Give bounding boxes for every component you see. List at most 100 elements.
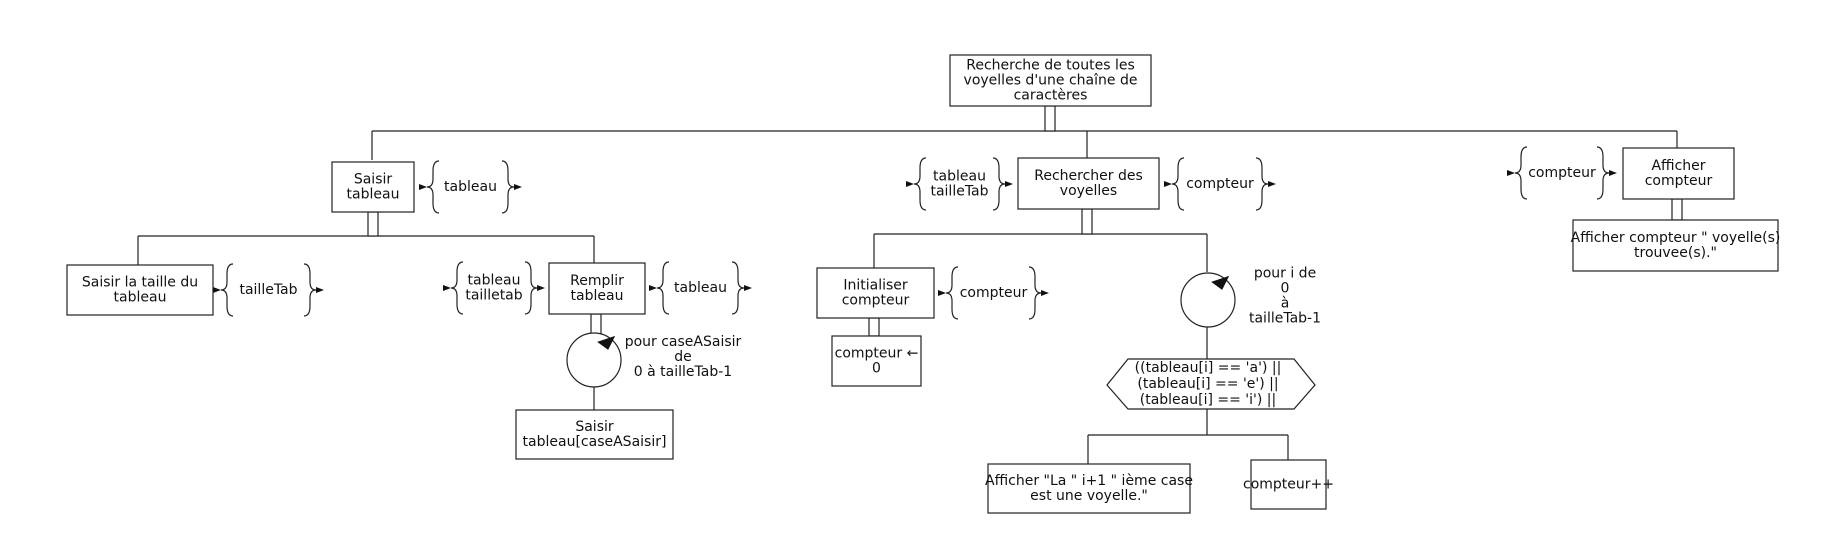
param-p-rech-out-out-arrow-icon (1268, 181, 1276, 187)
param-p-aff-in-out-arrow-icon (1609, 170, 1617, 176)
node-saisir-case-box (515, 409, 674, 460)
param-p-remplir-in-in-arrow-icon (443, 285, 451, 291)
param-p-remplir-out-open-brace (656, 261, 670, 315)
node-afficher-case-box (987, 463, 1191, 514)
node-saisir-taille-label-line-2: tableau (114, 290, 167, 306)
node-affect-box (831, 335, 922, 387)
node-saisir-tableau-label-line-2: tableau (347, 187, 400, 203)
param-p-aff-in-open-brace (1514, 146, 1528, 200)
node-increment-box (1250, 459, 1327, 510)
param-p-rech-in-label-line-1: tableau (933, 169, 986, 185)
param-p-remplir-out-out-arrow-icon (744, 285, 752, 291)
loop-loop2-label-line-1: pour i de (1254, 266, 1316, 282)
node-root-label-line-3: caractères (1014, 88, 1088, 104)
loop-loop2-label-line-4: tailleTab-1 (1249, 311, 1321, 327)
loop-loop2-arrow-icon (1211, 275, 1230, 290)
node-increment-label-line-1: compteur++ (1243, 477, 1334, 493)
param-p-aff-in-in-arrow-icon (1507, 170, 1515, 176)
stem-initialiser (868, 317, 880, 337)
node-rechercher-label-line-1: Rechercher des (1034, 168, 1143, 184)
node-root-label-line-1: Recherche de toutes les (966, 58, 1135, 74)
loop-loop2-circle (1180, 272, 1236, 328)
stem-afficher (1671, 198, 1683, 221)
node-affect-label-line-1: compteur ← (835, 346, 919, 362)
param-p-rech-in-out-arrow-icon (1005, 181, 1013, 187)
loop-loop1-label-line-3: 0 à tailleTab-1 (634, 364, 732, 380)
diagram-shapes (66, 54, 1779, 514)
param-p-remplir-in-out-arrow-icon (537, 285, 545, 291)
node-saisir-case-label-line-2: tableau[caseASaisir] (523, 434, 667, 450)
loop-loop1-label-line-2: de (674, 349, 692, 365)
node-condition-label-line-2: (tableau[i] == 'e') || (1137, 376, 1278, 392)
node-afficher-label-line-1: Afficher (1651, 158, 1705, 174)
node-initialiser-box (816, 267, 935, 319)
loop-loop1-arrow-icon (597, 335, 616, 350)
param-p-rech-in-close-brace (992, 157, 1006, 211)
param-p-init-out-in-arrow-icon (938, 290, 946, 296)
loop-loop1-circle (566, 332, 622, 388)
param-p-remplir-in-open-brace (450, 261, 464, 315)
node-afficher-case-label-line-2: est une voyelle." (1030, 488, 1148, 504)
node-saisir-tableau-label-line-1: Saisir (354, 172, 393, 188)
param-p-aff-in-close-brace (1596, 146, 1610, 200)
node-afficher-final-label-line-1: Afficher compteur " voyelle(s) (1571, 230, 1781, 246)
node-affect-label-line-2: 0 (872, 361, 881, 377)
loop-loop2-label-line-2: 0 (1281, 281, 1290, 297)
param-p-init-out-label-line-1: compteur (960, 285, 1028, 301)
param-p-remplir-out-close-brace (731, 261, 745, 315)
param-p-taille-out-open-brace (220, 263, 234, 317)
node-saisir-taille-label-line-1: Saisir la taille du (82, 275, 198, 291)
node-afficher-final-box (1572, 219, 1779, 272)
param-p-rech-in-in-arrow-icon (906, 181, 914, 187)
param-p-remplir-in-close-brace (524, 261, 538, 315)
node-root-box (949, 54, 1152, 107)
param-p-aff-in-label-line-1: compteur (1528, 165, 1596, 181)
node-initialiser-label-line-2: compteur (842, 293, 910, 309)
node-condition-label-line-3: (tableau[i] == 'i') || (1140, 392, 1276, 408)
node-afficher-label-line-2: compteur (1645, 173, 1713, 189)
param-p-saisir-out-label-line-1: tableau (444, 179, 497, 195)
param-p-saisir-out-close-brace (501, 160, 515, 214)
param-p-saisir-out-in-arrow-icon (419, 184, 427, 190)
node-afficher-box (1622, 147, 1735, 200)
param-p-rech-out-in-arrow-icon (1164, 181, 1172, 187)
param-p-remplir-out-label-line-1: tableau (674, 280, 727, 296)
node-rechercher-label-line-2: voyelles (1060, 183, 1117, 199)
node-saisir-taille-box (66, 264, 214, 316)
param-p-init-out-close-brace (1028, 266, 1042, 320)
param-p-init-out-out-arrow-icon (1041, 290, 1049, 296)
param-p-rech-out-label-line-1: compteur (1186, 176, 1254, 192)
param-p-remplir-in-label-line-2: tailletab (465, 288, 522, 304)
loop-loop2-label-line-3: à (1281, 296, 1290, 312)
node-initialiser-label-line-1: Initialiser (843, 278, 908, 294)
param-p-rech-in-open-brace (913, 157, 927, 211)
param-p-remplir-out-in-arrow-icon (649, 285, 657, 291)
node-afficher-case-label-line-1: Afficher "La " i+1 " ième case (985, 473, 1193, 489)
stem-saisir-tableau (367, 211, 379, 237)
node-saisir-tableau-box (331, 161, 415, 213)
param-p-taille-out-in-arrow-icon (213, 287, 221, 293)
node-condition-label-line-1: ((tableau[i] == 'a') || (1135, 360, 1282, 376)
node-afficher-final-label-line-2: trouvee(s)." (1634, 245, 1717, 261)
param-p-rech-in-label-line-2: tailleTab (930, 184, 988, 200)
param-p-saisir-out-out-arrow-icon (514, 184, 522, 190)
param-p-saisir-out-open-brace (426, 160, 440, 214)
param-p-rech-out-open-brace (1171, 157, 1185, 211)
node-saisir-case-label-line-1: Saisir (575, 419, 614, 435)
param-p-remplir-in-label-line-1: tableau (468, 273, 521, 289)
connector-lines (137, 130, 1678, 464)
param-p-taille-out-close-brace (303, 263, 317, 317)
param-p-taille-out-out-arrow-icon (316, 287, 324, 293)
stem-root (1044, 105, 1056, 132)
node-remplir-box (548, 262, 646, 315)
node-rechercher-box (1017, 157, 1160, 210)
node-root-label-line-2: voyelles d'une chaîne de (964, 73, 1138, 89)
stem-remplir (590, 313, 602, 336)
loop-loop1-label-line-1: pour caseASaisir (625, 334, 742, 350)
param-p-taille-out-label-line-1: tailleTab (239, 282, 297, 298)
param-p-rech-out-close-brace (1255, 157, 1269, 211)
node-remplir-label-line-2: tableau (571, 288, 624, 304)
node-condition-hexagon (1106, 358, 1316, 410)
